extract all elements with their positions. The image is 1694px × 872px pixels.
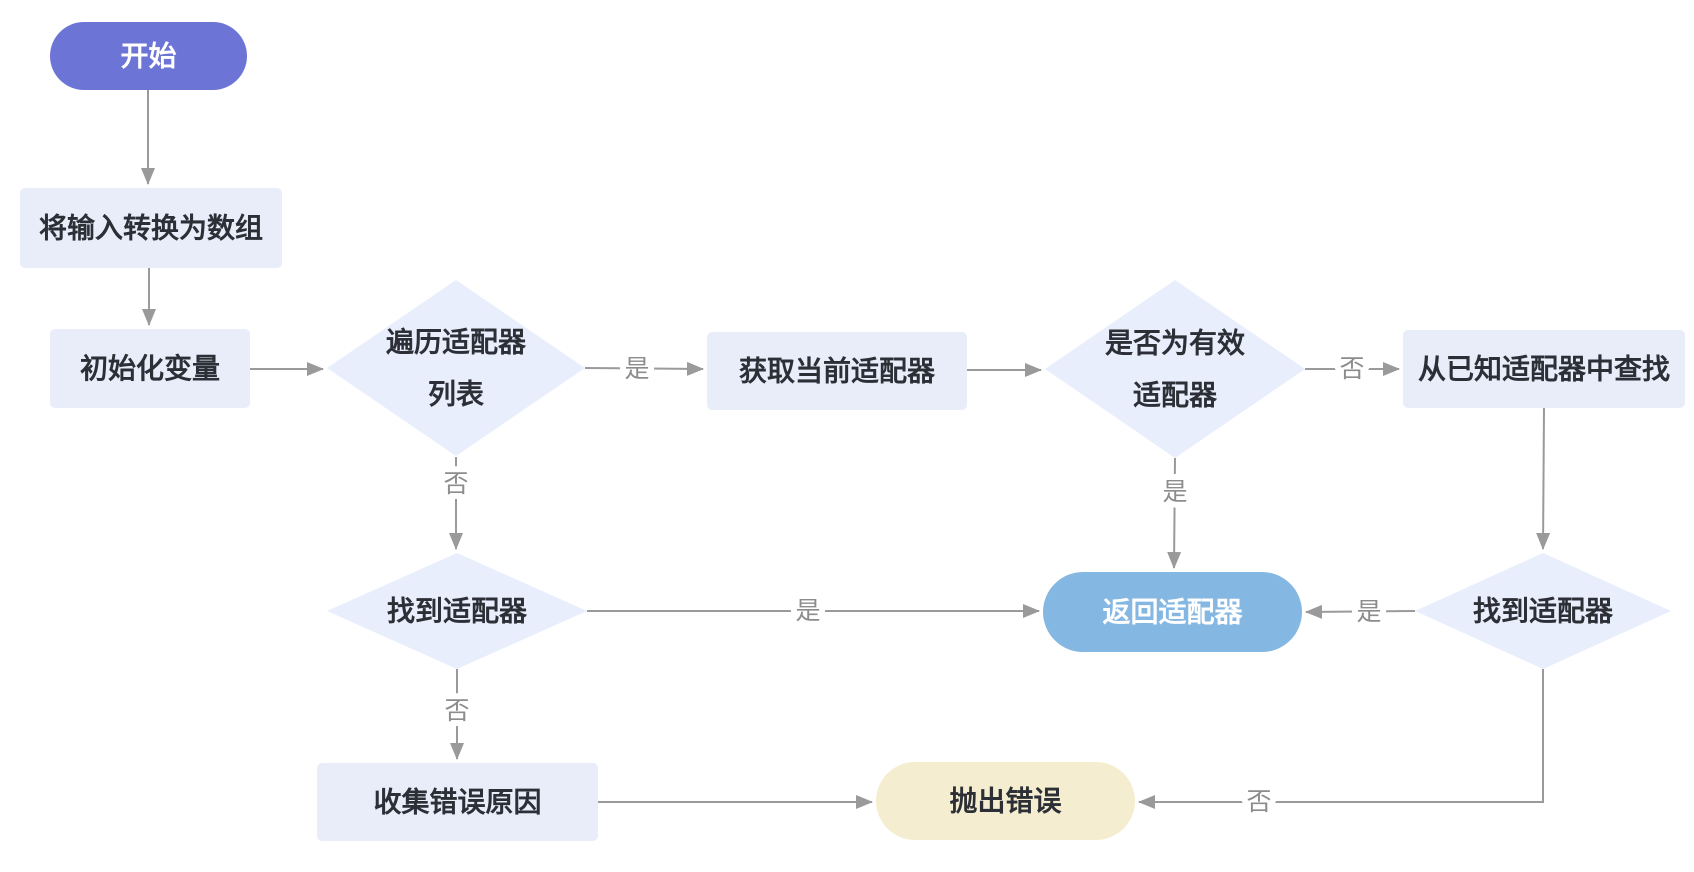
node-init-vars: 初始化变量: [50, 329, 250, 408]
decision-shape: [1045, 280, 1305, 458]
process-shape: [50, 329, 250, 408]
process-shape: [20, 188, 282, 268]
node-lookup-known: 从已知适配器中查找: [1403, 330, 1685, 408]
terminator-shape: [50, 22, 247, 90]
node-found-right: 找到适配器: [1415, 553, 1671, 669]
node-label-return-adapter: 返回适配器: [1102, 597, 1243, 628]
node-label-iterate-list: 遍历适配器列表: [386, 327, 527, 410]
node-label-to-array: 将输入转换为数组: [39, 212, 263, 244]
node-label-lookup-known: 从已知适配器中查找: [1418, 353, 1670, 385]
terminator-shape: [1043, 572, 1302, 652]
decision-shape: [327, 553, 587, 669]
node-found-left: 找到适配器: [327, 553, 587, 669]
node-label-start: 开始: [120, 41, 176, 72]
edge-label-foundleft-no-collect: 否: [444, 697, 469, 725]
edge-foundright-no-throw: [1138, 669, 1544, 809]
node-label-collect-errors: 收集错误原因: [373, 787, 541, 818]
decision-shape: [327, 280, 585, 456]
terminator-shape: [876, 762, 1135, 840]
edge-label-iterate-yes-get: 是: [624, 355, 649, 383]
edge-label-isvalid-no-lookup: 否: [1339, 355, 1364, 383]
node-label-throw-error: 抛出错误: [949, 786, 1062, 817]
node-get-adapter: 获取当前适配器: [707, 332, 967, 410]
node-label-found-left: 找到适配器: [387, 596, 528, 627]
edge-iterate-yes-get: [584, 361, 704, 376]
node-label-found-right: 找到适配器: [1473, 596, 1614, 627]
edge-isvalid-yes-return: [1167, 457, 1182, 569]
decision-shape: [1415, 553, 1671, 669]
node-label-is-valid: 是否为有效适配器: [1105, 328, 1245, 411]
process-shape: [707, 332, 967, 410]
edge-foundright-yes-return: [1305, 604, 1416, 619]
node-is-valid: 是否为有效适配器: [1045, 280, 1305, 458]
edge-label-isvalid-yes-return: 是: [1162, 478, 1187, 506]
process-shape: [317, 763, 598, 841]
node-start: 开始: [50, 22, 247, 90]
node-to-array: 将输入转换为数组: [20, 188, 282, 268]
edge-label-iterate-no-foundleft: 否: [443, 470, 468, 498]
node-throw-error: 抛出错误: [876, 762, 1135, 840]
edge-label-foundright-yes-return: 是: [1356, 598, 1381, 626]
edge-label-foundright-no-throw: 否: [1246, 788, 1271, 816]
node-return-adapter: 返回适配器: [1043, 572, 1302, 652]
process-shape: [1403, 330, 1685, 408]
node-iterate-list: 遍历适配器列表: [327, 280, 585, 456]
edge-lookup-foundright: [1536, 407, 1551, 550]
edge-label-foundleft-yes-return: 是: [795, 597, 820, 625]
node-collect-errors: 收集错误原因: [317, 763, 598, 841]
node-label-init-vars: 初始化变量: [80, 352, 220, 384]
node-label-get-adapter: 获取当前适配器: [739, 355, 936, 387]
